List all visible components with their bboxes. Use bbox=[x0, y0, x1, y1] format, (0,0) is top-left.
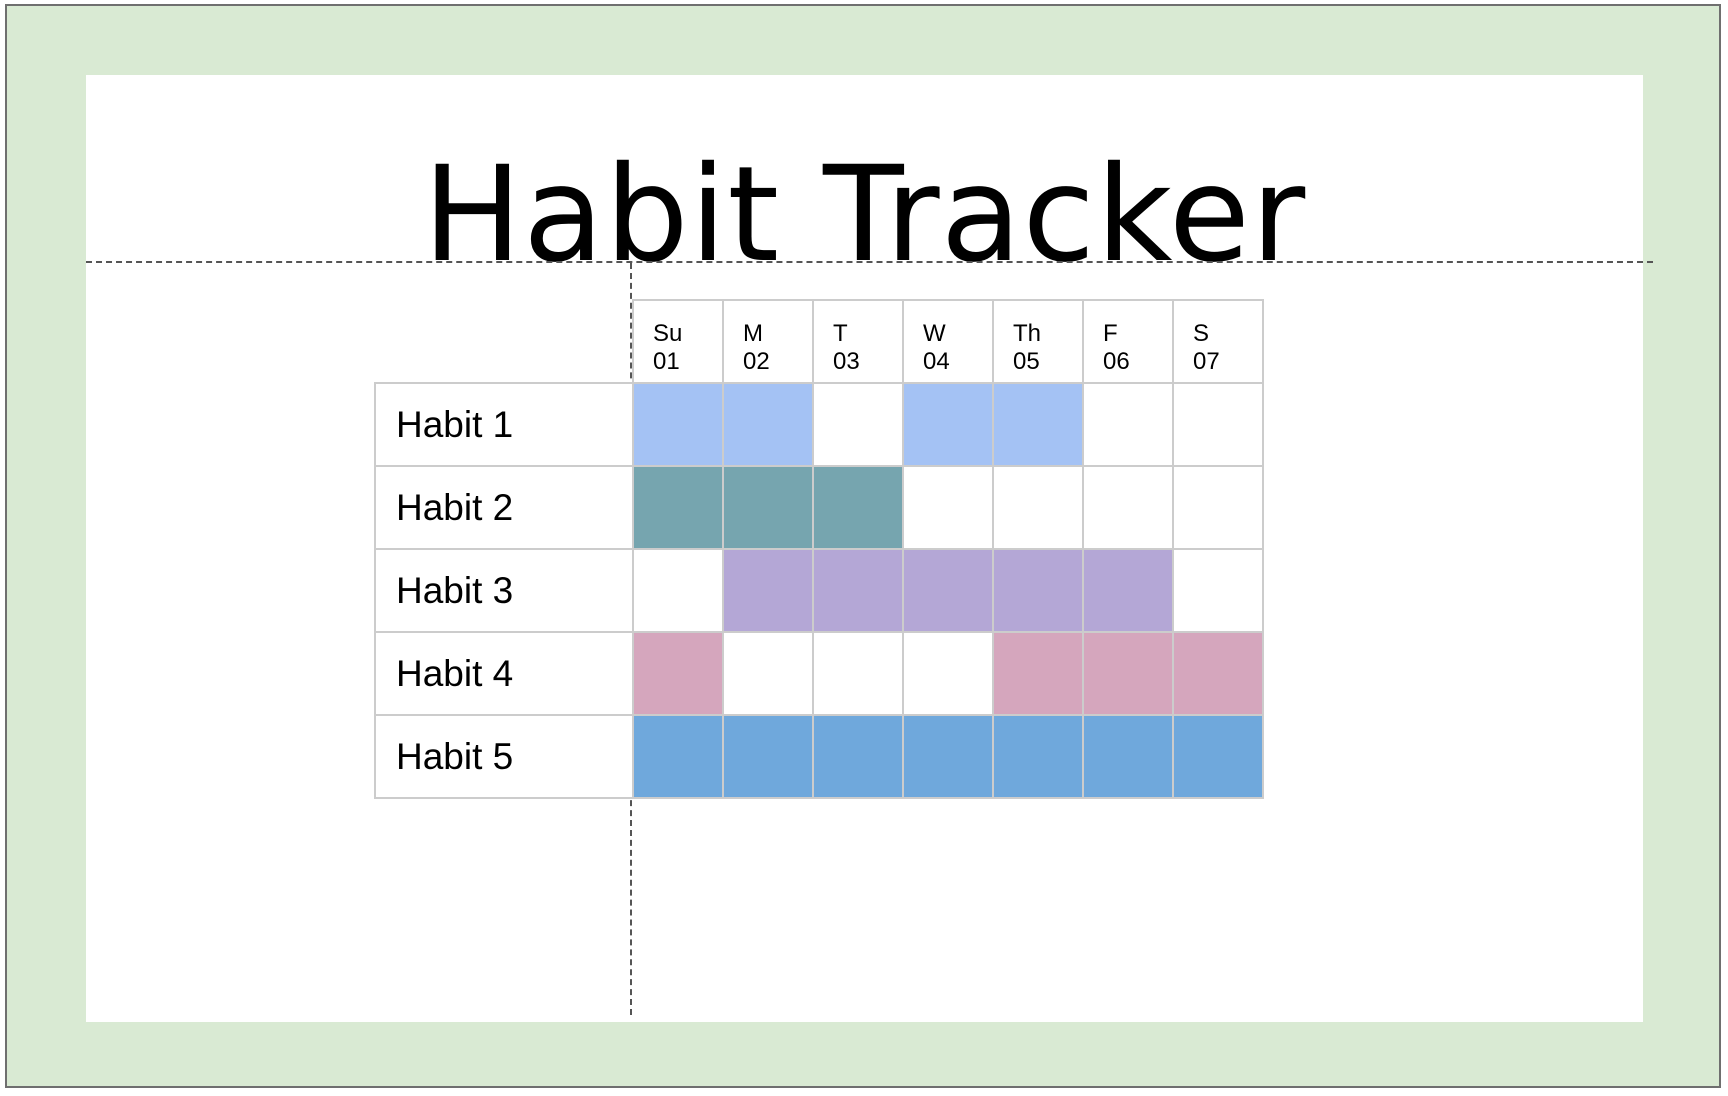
habit-cell[interactable] bbox=[992, 631, 1084, 716]
habit-cell[interactable] bbox=[632, 382, 724, 467]
day-date: 03 bbox=[833, 348, 860, 375]
habit-cell[interactable] bbox=[632, 465, 724, 550]
habit-row: Habit 2 bbox=[374, 465, 1264, 550]
day-name: W bbox=[923, 320, 946, 347]
habit-cell[interactable] bbox=[902, 631, 994, 716]
habit-cell[interactable] bbox=[722, 465, 814, 550]
day-date: 04 bbox=[923, 348, 950, 375]
day-name: Su bbox=[653, 320, 683, 347]
habit-cell[interactable] bbox=[1172, 631, 1264, 716]
habit-row: Habit 4 bbox=[374, 631, 1264, 716]
habit-cell[interactable] bbox=[632, 548, 724, 633]
habit-cell[interactable] bbox=[1172, 548, 1264, 633]
habit-cell[interactable] bbox=[722, 714, 814, 799]
habit-cell[interactable] bbox=[1172, 714, 1264, 799]
day-name: M bbox=[743, 320, 763, 347]
day-name: S bbox=[1193, 320, 1210, 347]
habit-cell[interactable] bbox=[1172, 382, 1264, 467]
habit-cell[interactable] bbox=[992, 548, 1084, 633]
habit-cell[interactable] bbox=[1082, 382, 1174, 467]
habit-cell[interactable] bbox=[992, 465, 1084, 550]
habit-cell[interactable] bbox=[1082, 465, 1174, 550]
habit-label[interactable]: Habit 1 bbox=[374, 382, 634, 467]
habit-cell[interactable] bbox=[722, 631, 814, 716]
day-date: 06 bbox=[1103, 348, 1130, 375]
day-name: F bbox=[1103, 320, 1118, 347]
habit-cell[interactable] bbox=[812, 465, 904, 550]
day-date: 02 bbox=[743, 348, 770, 375]
habit-cell[interactable] bbox=[1082, 631, 1174, 716]
habit-cell[interactable] bbox=[812, 382, 904, 467]
habit-label[interactable]: Habit 3 bbox=[374, 548, 634, 633]
habit-cell[interactable] bbox=[632, 714, 724, 799]
habit-label[interactable]: Habit 2 bbox=[374, 465, 634, 550]
grid-corner bbox=[375, 300, 633, 383]
habit-cell[interactable] bbox=[812, 714, 904, 799]
habit-row: Habit 5 bbox=[374, 714, 1264, 799]
habit-cell[interactable] bbox=[632, 631, 724, 716]
habit-cell[interactable] bbox=[812, 631, 904, 716]
habit-row: Habit 1 bbox=[374, 382, 1264, 467]
habit-cell[interactable] bbox=[722, 548, 814, 633]
habit-cell[interactable] bbox=[812, 548, 904, 633]
habit-label[interactable]: Habit 4 bbox=[374, 631, 634, 716]
habit-row: Habit 3 bbox=[374, 548, 1264, 633]
page-title: Habit Tracker bbox=[422, 138, 1307, 292]
day-date: 07 bbox=[1193, 348, 1220, 375]
habit-cell[interactable] bbox=[1172, 465, 1264, 550]
day-date: 01 bbox=[653, 348, 680, 375]
habit-cell[interactable] bbox=[902, 548, 994, 633]
day-date: 05 bbox=[1013, 348, 1040, 375]
habit-cell[interactable] bbox=[992, 714, 1084, 799]
horizontal-guide-line bbox=[86, 261, 1653, 263]
habit-cell[interactable] bbox=[1082, 548, 1174, 633]
habit-cell[interactable] bbox=[992, 382, 1084, 467]
habit-cell[interactable] bbox=[1082, 714, 1174, 799]
habit-cell[interactable] bbox=[902, 382, 994, 467]
day-name: T bbox=[833, 320, 848, 347]
habit-cell[interactable] bbox=[902, 714, 994, 799]
habit-cell[interactable] bbox=[902, 465, 994, 550]
habit-cell[interactable] bbox=[722, 382, 814, 467]
day-name: Th bbox=[1013, 320, 1042, 347]
habit-label[interactable]: Habit 5 bbox=[374, 714, 634, 799]
